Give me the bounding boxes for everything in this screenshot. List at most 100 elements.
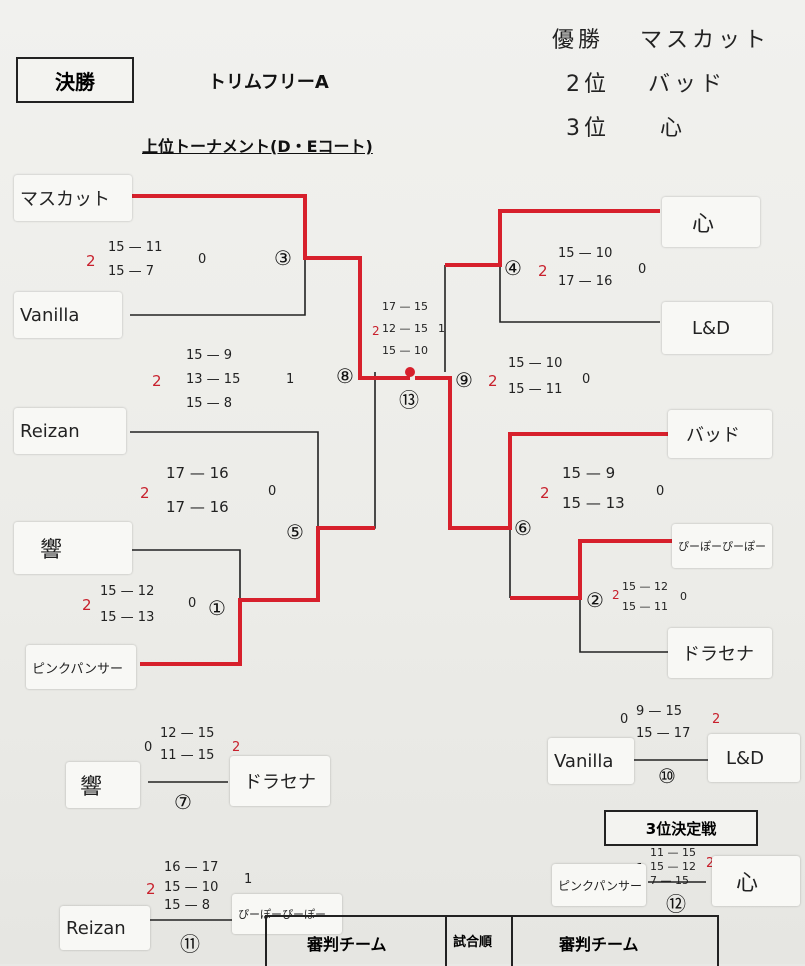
m6-set1: 15 — 9 [562,464,616,482]
m10-sets-left: 0 [620,712,629,727]
team-name: ピンクパンサー [558,878,643,893]
team-sticker-dorasena: ドラセナ [668,628,772,678]
path-kokoro [445,209,660,267]
third-place-label: 3位決定戦 [604,810,758,846]
team-name: Vanilla [554,750,614,772]
team-name: Reizan [20,420,80,442]
m11-set3: 15 — 8 [164,898,211,913]
m11-set2: 15 — 10 [164,880,219,895]
team-name: 響 [40,538,63,563]
third-label: 3位 [566,116,610,141]
line-ld [499,265,660,323]
m3-set2: 15 — 7 [108,264,155,279]
m12-right-team: 心 [712,856,800,906]
m7-sets-left: 0 [144,740,153,755]
m2-set1: 15 — 12 [622,580,668,593]
match-num-1: ① [208,596,226,620]
team-name: マスカット [20,189,110,210]
m7-right-team: ドラセナ [230,756,330,806]
m4-sets-right: 0 [638,262,647,277]
m7-sets-right: 2 [232,740,241,755]
page-subtitle: 上位トーナメント(D・Eコート) [142,137,373,156]
third-team: 心 [660,116,687,141]
m11-set1: 16 — 17 [164,860,219,875]
match-num-12: ⑫ [666,892,686,916]
team-name: L&D [692,317,730,339]
match-num-11: ⑪ [180,932,200,956]
m11-sets-right: 1 [244,872,253,887]
m10-set2: 15 — 17 [636,726,691,741]
second-team: バッド [648,72,727,97]
team-sticker-kokoro: 心 [662,197,760,247]
final-label-box: 決勝 [16,57,134,103]
m3-sets-right: 0 [198,252,207,267]
match-num-10: ⑩ [658,764,676,788]
m7-set1: 12 — 15 [160,726,215,741]
m9-sets-right: 0 [582,372,591,387]
m2-sets-left: 2 [612,588,620,602]
m12-sets-right: 2 [706,856,715,871]
line-hibiki [130,549,241,600]
table-divider [511,917,513,966]
team-sticker-vanilla: Vanilla [14,292,122,338]
m13-sets-left: 2 [372,324,380,338]
team-name: ぴーぽーぴーぽー [678,540,766,553]
team-sticker-pink: ピンクパンサー [26,645,136,689]
m6-sets-right: 0 [656,484,665,499]
m8-sets-right: 1 [286,372,295,387]
order-col: 試合順 [453,935,493,950]
m8-set3: 15 — 8 [186,396,233,411]
line-dorasena [579,598,668,653]
m2-set2: 15 — 11 [622,600,668,613]
m9-set1: 15 — 10 [508,356,563,371]
m1-set2: 15 — 13 [100,610,155,625]
m12-set3: 7 — 15 [650,874,689,887]
team-name: 心 [692,212,715,237]
second-label: 2位 [566,72,610,97]
m5-sets-left: 2 [140,484,150,502]
team-name: ドラセナ [244,772,316,793]
match-num-13: ⑬ [399,388,419,412]
m9-set2: 15 — 11 [508,382,563,397]
team-name: 響 [80,775,103,800]
team-name: バッド [686,425,740,446]
m10-left-team: Vanilla [548,738,634,784]
path-pink [140,526,375,666]
match-num-5: ⑤ [286,520,304,544]
match-num-9: ⑨ [455,368,473,392]
m13-set3: 15 — 10 [382,344,428,357]
m1-sets-right: 0 [188,596,197,611]
match-num-3: ③ [274,246,292,270]
m8-set2: 13 — 15 [186,372,241,387]
m4-set1: 15 — 10 [558,246,613,261]
m10-right-team: L&D [708,734,800,782]
m1-set1: 15 — 12 [100,584,155,599]
m3-set1: 15 — 11 [108,240,163,255]
match-num-4: ④ [504,256,522,280]
page-title: トリムフリーA [208,72,329,93]
line-reizan [130,431,319,528]
m11-left-team: Reizan [60,906,150,950]
referee-col1: 審判チーム [307,935,387,954]
m3-sets-left: 2 [86,252,96,270]
m9-sets-left: 2 [488,372,498,390]
line-m5-up [318,372,376,529]
match-num-8: ⑧ [336,364,354,388]
m13-sets-right: 1 [438,322,445,335]
final-dot [405,367,415,377]
team-sticker-muscat: マスカット [14,175,132,221]
m12-set2: 15 — 12 [650,860,696,873]
team-name: Reizan [66,917,126,939]
m12-set1: 11 — 15 [650,846,696,859]
line-vanilla [130,258,306,316]
m2-sets-right: 0 [680,590,687,603]
m7-left-team: 響 [66,762,140,808]
team-name: ドラセナ [682,644,754,665]
m4-set2: 17 — 16 [558,274,613,289]
team-name: L&D [726,747,764,769]
m11-sets-left: 2 [146,880,156,898]
team-name: ピンクパンサー [32,661,124,677]
referee-table: 審判チーム 試合順 審判チーム [265,915,719,966]
